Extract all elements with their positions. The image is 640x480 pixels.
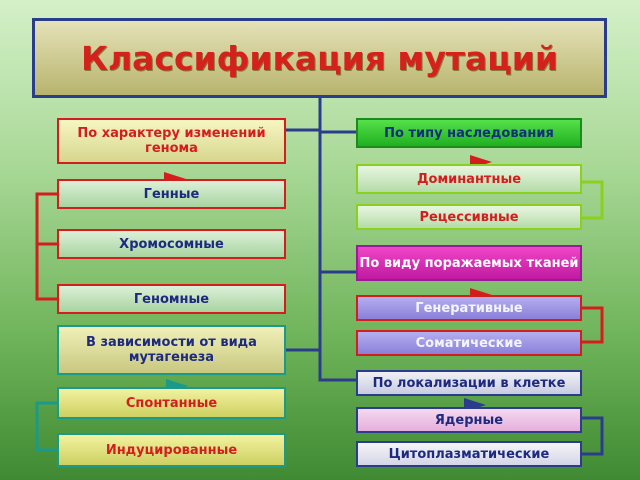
mutagen-item-spontaneous: Спонтанные — [57, 387, 286, 419]
inheritance-item-dominant: Доминантные — [356, 164, 582, 194]
mutagenesis-header: В зависимости от вида мутагенеза — [57, 325, 286, 375]
bracket-inheritance — [582, 180, 604, 220]
location-item-cytoplasmic: Цитоплазматические — [356, 441, 582, 467]
genome-item-chromosome: Хромосомные — [57, 229, 286, 259]
tissue-item-generative: Генеративные — [356, 295, 582, 321]
bracket-location — [582, 416, 604, 456]
bracket-genome — [35, 192, 57, 301]
inheritance-header: По типу наследования — [356, 118, 582, 148]
location-item-nuclear: Ядерные — [356, 407, 582, 433]
genome-item-gene: Генные — [57, 179, 286, 209]
genome-change-header: По характеру изменений генома — [57, 118, 286, 164]
diagram-title: Классификация мутаций — [80, 38, 559, 78]
trunk-line — [318, 98, 356, 382]
bracket-tissue — [582, 306, 604, 344]
location-header: По локализации в клетке — [356, 370, 582, 396]
bracket-mutagen — [35, 401, 57, 452]
mutagen-item-induced: Индуцированные — [57, 433, 286, 467]
tissue-item-somatic: Соматические — [356, 330, 582, 356]
inheritance-item-recessive: Рецессивные — [356, 204, 582, 230]
diagram-title-box: Классификация мутаций — [32, 18, 607, 98]
genome-item-genomic: Геномные — [57, 284, 286, 314]
tissue-header: По виду поражаемых тканей — [356, 245, 582, 281]
